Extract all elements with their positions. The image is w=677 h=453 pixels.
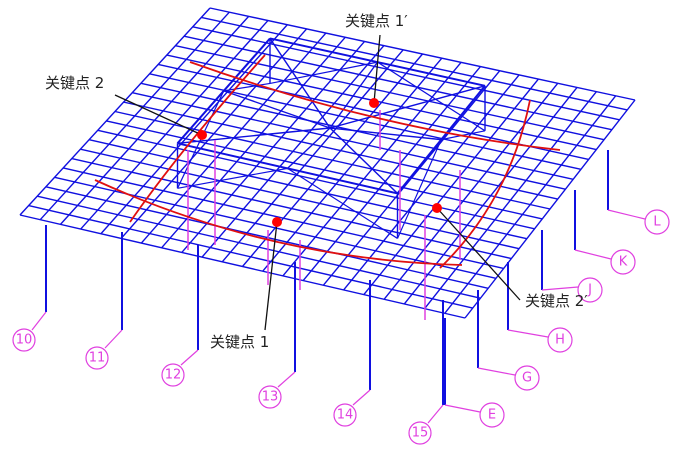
axis-label-14: 14 [337,408,354,423]
diagonal [269,61,378,85]
right-curve [439,99,531,269]
axis-bubble [258,385,282,409]
axis-label-H: H [555,333,565,348]
label-key-point-2-prime: 关键点 2′ [525,292,588,310]
axis-label-12: 12 [165,368,182,383]
axis-leader [507,329,549,338]
key-point-marker [272,217,282,227]
key-point-marker [197,130,207,140]
leader-arrow [373,34,381,104]
grid-line [403,87,578,305]
axis-label-E: E [488,408,496,423]
axis-label-11: 11 [89,351,106,366]
grid-line [192,26,620,121]
diagonal [377,61,486,132]
axis-bubble [577,277,603,303]
axis-bubble [408,421,432,445]
axis-label-L: L [653,215,661,230]
truss-member [329,127,398,194]
axis-label-J: J [587,283,592,298]
grid-line [383,82,559,300]
diagonal [396,139,442,239]
axis-leader [444,404,481,413]
axis-bubble [333,403,357,427]
grid-line [201,16,628,111]
truss-member [329,127,442,141]
grid-line [343,74,520,291]
leader-arrow [436,207,521,301]
truss-member [269,38,331,129]
axis-leader [427,404,444,424]
grid-line [262,57,443,272]
truss-member [329,85,486,129]
axis-leader [180,349,199,366]
grid-line [166,54,597,151]
grid-line [444,95,617,314]
key-point-marker [369,98,379,108]
grid-line [132,91,566,190]
axis-label-G: G [522,371,532,386]
label-key-point-1-prime: 关键点 1′ [345,12,408,30]
grid-line [363,78,539,296]
axis-leader [477,367,516,376]
key-point-marker [432,203,442,213]
leader-arrow [114,94,203,136]
left-curve [129,54,266,223]
truss-member [287,127,331,169]
axis-leader [352,389,371,406]
key-points [114,34,521,331]
axis-bubble [644,209,670,235]
grid-line [123,101,558,200]
grid-line [149,73,582,171]
axis-bubble [12,328,36,352]
truss-member [329,61,379,129]
axis-leader [31,311,47,331]
axis-label-10: 10 [16,333,33,348]
diagonal [177,167,288,189]
grid-line [302,66,481,281]
truss-member [223,90,331,129]
grid-line [183,35,612,131]
axis-markers: 10 11 12 13 14 15 E G H J K L [12,209,670,445]
axis-label-K: K [619,255,628,270]
diagonal [223,82,271,92]
axis-leader [574,249,612,260]
grid-line [423,91,597,310]
axis-label-15: 15 [412,426,429,441]
diagonal [287,167,398,239]
axis-leader [104,329,123,349]
axis-label-13: 13 [262,390,279,405]
truss-member [177,127,331,145]
label-key-point-1: 关键点 1 [210,333,269,351]
axis-leader [607,209,646,220]
back-curve [189,61,561,151]
axis-leader [541,286,579,291]
grid-line [322,70,501,286]
axis-bubble [547,327,573,353]
leader-arrow [264,221,278,331]
axis-leader [277,371,296,388]
axis-bubble [479,402,505,428]
grid-line [209,7,636,101]
grid-line [464,99,636,319]
axis-bubble [161,363,185,387]
grid-line [158,63,589,161]
axis-bubble [85,346,109,370]
label-key-point-2: 关键点 2 [45,74,104,92]
axis-bubble [610,249,636,275]
axis-bubble [514,365,540,391]
columns [45,150,609,405]
grid-line [175,44,605,141]
